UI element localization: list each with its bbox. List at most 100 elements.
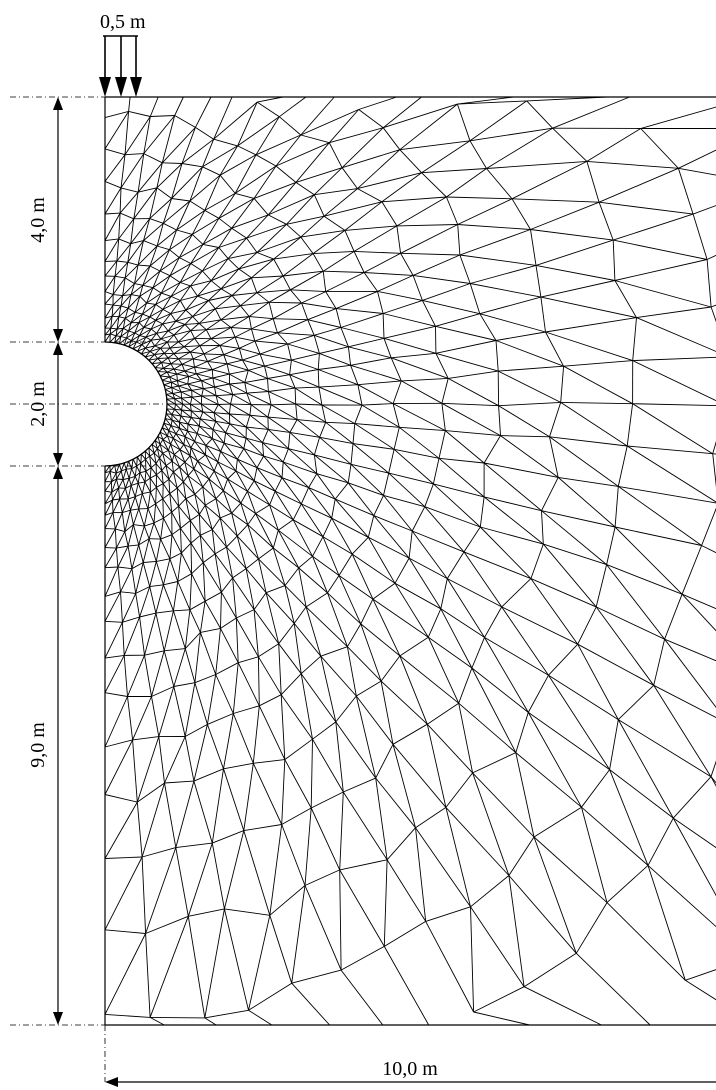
mesh-edge (314, 188, 358, 196)
mesh-edge (281, 824, 306, 886)
mesh-edge (267, 416, 291, 433)
mesh-edge (160, 330, 169, 340)
mesh-edge (143, 218, 151, 241)
mesh-edge (240, 305, 250, 317)
mesh-edge (220, 628, 239, 663)
mesh-edge (104, 512, 114, 529)
mesh-edge (154, 354, 159, 359)
mesh-edge (252, 763, 283, 825)
mesh-edge (181, 396, 193, 399)
mesh-edge (259, 353, 265, 367)
mesh-edge (262, 442, 265, 457)
mesh-edge (104, 528, 116, 548)
mesh-edge (172, 391, 182, 394)
mesh-edge (294, 388, 297, 405)
mesh-edge (575, 902, 608, 954)
mesh-edge (249, 414, 268, 418)
mesh-edge (383, 472, 390, 496)
mesh-edge (153, 522, 162, 540)
mesh-edge (152, 362, 162, 365)
mesh-edge (300, 96, 335, 136)
mesh-edge (394, 582, 442, 610)
mesh-edge (121, 512, 126, 532)
mesh-edge (220, 512, 232, 519)
mesh-edge (111, 305, 122, 317)
mesh-edge (331, 499, 336, 519)
mesh-edge (308, 487, 333, 519)
mesh-edge (533, 806, 582, 838)
mesh-edge (344, 201, 383, 231)
mesh-edge (151, 323, 163, 330)
mesh-edge (156, 474, 164, 484)
mesh-edge (143, 316, 151, 328)
mesh-edge (133, 524, 145, 527)
mesh-edge (132, 344, 142, 350)
mesh-edge (229, 382, 245, 385)
mesh-edge (112, 512, 116, 529)
mesh-edge (291, 885, 306, 984)
mesh-edge (282, 275, 291, 291)
mesh-edge (273, 258, 284, 277)
mesh-edge (155, 503, 164, 519)
mesh-edge (149, 586, 157, 614)
mesh-edge (226, 546, 234, 578)
mesh-edge (277, 529, 300, 569)
mesh-edge (178, 337, 195, 343)
mesh-edge (119, 191, 139, 214)
vertical-dimensions (53, 97, 63, 1025)
mesh-edge (335, 721, 344, 793)
mesh-edge (497, 370, 561, 403)
mesh-edge (293, 623, 302, 674)
mesh-edge (392, 380, 402, 404)
mesh-edge (123, 477, 130, 480)
mesh-edge (104, 591, 121, 597)
mesh-edge (483, 435, 501, 464)
mesh-edge (165, 387, 172, 390)
mesh-edge (128, 478, 132, 486)
mesh-edge (383, 337, 437, 354)
mesh-edge (170, 420, 173, 426)
mesh-edge (210, 280, 222, 290)
mesh-edge (169, 376, 172, 383)
mesh-edge (577, 643, 654, 686)
mesh-edge (364, 272, 414, 276)
mesh-edge (331, 517, 353, 555)
mesh-edge (627, 445, 713, 455)
mesh-edge (167, 435, 174, 439)
mesh-edge (163, 581, 178, 586)
mesh-edge (269, 915, 293, 984)
mesh-edge (613, 213, 694, 241)
mesh-edge (194, 682, 208, 725)
mesh-edge (179, 270, 203, 283)
mesh-edge (160, 347, 165, 354)
mesh-edge (164, 780, 194, 784)
mesh-edge (347, 464, 352, 483)
mesh-edge (168, 479, 171, 494)
mesh-edge (189, 520, 201, 536)
mesh-edge (167, 330, 175, 336)
mesh-edge (141, 493, 149, 509)
mesh-edge (192, 217, 220, 235)
mesh-edge (484, 462, 559, 478)
mesh-edge (199, 345, 205, 355)
mesh-edge (146, 287, 154, 304)
mesh-edge (118, 238, 131, 245)
mesh-edge (363, 252, 401, 273)
mesh-edge (171, 419, 180, 423)
mesh-edge (412, 275, 423, 301)
mesh-edge (163, 650, 175, 687)
mesh-edge (152, 275, 171, 289)
mesh-edge (653, 639, 666, 686)
mesh-edge (172, 610, 186, 649)
mesh-edge (169, 234, 193, 251)
mesh-edge (121, 593, 137, 623)
mesh-edge (154, 338, 162, 347)
mesh-edge (322, 271, 327, 292)
mesh-edge (254, 340, 261, 355)
mesh-edge (181, 138, 214, 164)
mesh-edge (148, 447, 151, 457)
mesh-edge (201, 380, 204, 389)
mesh-edge (135, 586, 150, 594)
mesh-edge (156, 162, 163, 188)
mesh-edge (223, 354, 243, 361)
